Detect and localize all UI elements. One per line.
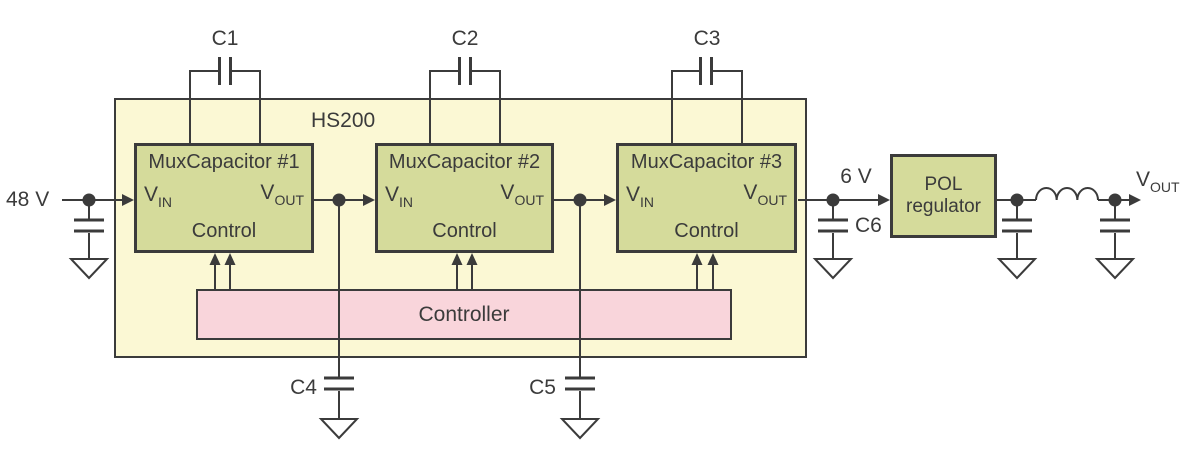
hs200-module-label: HS200 [311, 109, 376, 132]
vin-sub: IN [399, 194, 414, 210]
mux-capacitor-2-title: MuxCapacitor #2 [388, 151, 541, 173]
pol-label-line2: regulator [906, 196, 981, 217]
vin-sub: IN [640, 194, 655, 210]
vin-base: V [385, 183, 400, 206]
mux-capacitor-3-vin-pin: VIN [626, 183, 655, 210]
c3-capacitor-label: C3 [693, 27, 721, 50]
mux-capacitor-2-control-label: Control [432, 220, 497, 242]
arrow-icon [878, 194, 890, 206]
c4-capacitor-label: C4 [290, 376, 317, 399]
mux-capacitor-2-block: MuxCapacitor #2 VIN VOUT Control [375, 143, 554, 253]
stage3-to-pol-wire [798, 193, 890, 207]
vin-base: V [144, 183, 159, 206]
mux-capacitor-1-block: MuxCapacitor #1 VIN VOUT Control [134, 143, 314, 253]
vin-sub: IN [158, 194, 173, 210]
pol-output-wire [996, 187, 1141, 207]
vin-base: V [626, 183, 641, 206]
output-voltage-label: VOUT [1136, 168, 1180, 195]
pol-output-capacitor-2-symbol [1096, 206, 1134, 279]
c1-capacitor-label: C1 [211, 27, 239, 50]
vout-base: V [260, 181, 275, 204]
mux-capacitor-1-control-label: Control [191, 220, 257, 242]
c6-capacitor-label: C6 [855, 214, 882, 237]
output-v-sub: OUT [1150, 179, 1180, 195]
controller-label: Controller [418, 302, 510, 326]
mux-capacitor-3-vout-pin: VOUT [743, 181, 787, 208]
junction-dot [1010, 193, 1024, 207]
input-voltage-label: 48 V [6, 188, 50, 211]
mux-capacitor-2-vout-pin: VOUT [500, 181, 544, 208]
pol-output-capacitor-1-symbol [998, 206, 1036, 279]
vout-base: V [500, 181, 515, 204]
junction-dot [82, 193, 96, 207]
c2-capacitor-label: C2 [451, 27, 479, 50]
pol-input-voltage-label: 6 V [840, 165, 872, 188]
mux-capacitor-1-title: MuxCapacitor #1 [148, 151, 300, 173]
arrow-icon [1129, 194, 1141, 206]
vout-sub: OUT [514, 192, 544, 208]
mux-capacitor-1-vin-pin: VIN [144, 183, 173, 210]
ground-icon [814, 258, 852, 279]
ground-icon [70, 258, 108, 279]
vout-sub: OUT [274, 192, 304, 208]
ground-icon [998, 258, 1036, 279]
mux-capacitor-3-title: MuxCapacitor #3 [630, 151, 783, 173]
inductor-icon [1035, 187, 1099, 201]
pol-regulator-block: POL regulator [890, 154, 997, 238]
junction-dot [1108, 193, 1122, 207]
c5-capacitor-label: C5 [529, 376, 556, 399]
output-v-base: V [1136, 168, 1151, 191]
mux-capacitor-2-vin-pin: VIN [385, 183, 414, 210]
vout-sub: OUT [757, 192, 787, 208]
junction-dot [826, 193, 840, 207]
controller-block: Controller [196, 289, 732, 340]
mux-capacitor-3-block: MuxCapacitor #3 VIN VOUT Control [616, 143, 797, 253]
ground-icon [561, 418, 599, 439]
mux-capacitor-1-vout-pin: VOUT [260, 181, 304, 208]
c6-capacitor-symbol [814, 206, 852, 279]
input-capacitor-symbol [70, 206, 108, 279]
ground-icon [1096, 258, 1134, 279]
vout-base: V [743, 181, 758, 204]
ground-icon [320, 418, 358, 439]
mux-capacitor-3-control-label: Control [674, 220, 739, 242]
pol-label-line1: POL [924, 174, 963, 195]
